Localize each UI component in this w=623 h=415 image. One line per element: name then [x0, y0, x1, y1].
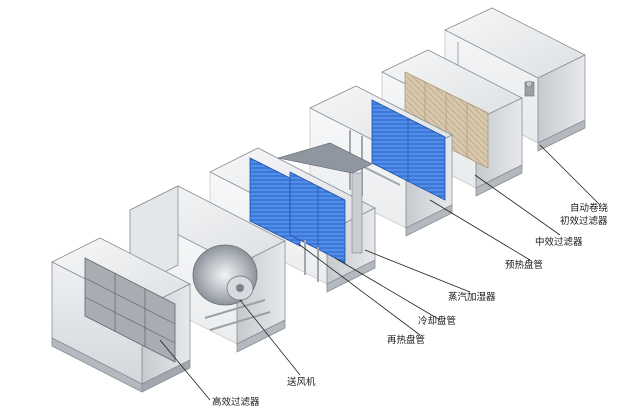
module-cooling-reheat: [209, 142, 376, 293]
fan-icon: [192, 244, 258, 306]
label-medium-filter: 中效过滤器: [535, 236, 583, 248]
label-auto-roll-filter-line2: 初效过滤器: [560, 215, 608, 227]
reheat-coil-panel: [249, 157, 301, 247]
fan-base-frame: [204, 299, 271, 331]
leader-lines: [159, 144, 601, 401]
label-steam-humidifier: 蒸汽加湿器: [448, 291, 496, 303]
label-hepa-filter: 高效过滤器: [212, 396, 260, 408]
preheat-coil-panel: [371, 99, 446, 201]
module-supply-fan: [129, 185, 286, 353]
roll-filter-drum-icon: [524, 80, 535, 97]
label-fan: 送风机: [287, 376, 316, 388]
module-medium-filter: [381, 49, 523, 197]
steam-humidifier-frame: [277, 142, 373, 254]
label-auto-roll-filter-line1: 自动卷绕: [570, 202, 609, 214]
cooling-coil-panel: [289, 171, 346, 264]
coil-piping: [304, 240, 319, 282]
label-reheat-coil: 再热盘管: [387, 334, 425, 346]
label-cooling-coil: 冷却盘管: [418, 315, 456, 327]
module-hepa-filter: [51, 237, 191, 393]
module-preheat-coil: [309, 85, 453, 237]
label-preheat-coil: 预热盘管: [505, 259, 543, 271]
hepa-filter-grid: [84, 257, 176, 363]
